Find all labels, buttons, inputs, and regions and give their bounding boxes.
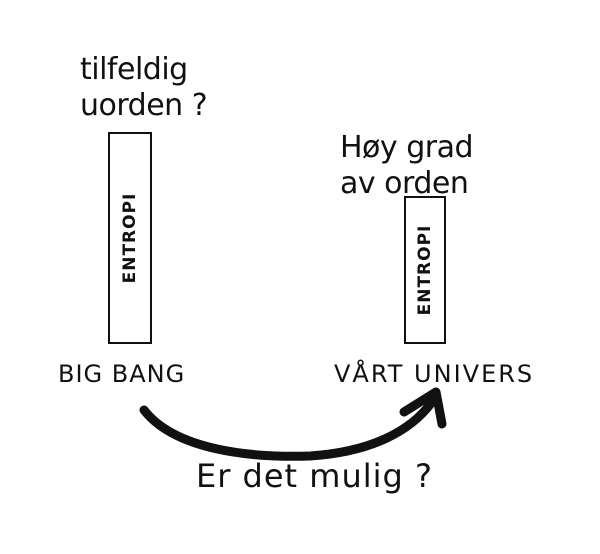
big-bang-caption: tilfeldig uorden ? [80, 52, 208, 124]
universe-caption-line1: Høy grad [340, 130, 474, 165]
universe-entropy-bar: ENTROPI [404, 196, 446, 344]
universe-caption: Høy grad av orden [340, 130, 474, 202]
big-bang-entropy-label: ENTROPI [120, 192, 140, 284]
big-bang-label: BIG BANG [58, 360, 186, 388]
arrowhead-icon [399, 387, 447, 429]
big-bang-caption-line1: tilfeldig [80, 52, 188, 87]
universe-caption-line2: av orden [340, 166, 469, 201]
arrow-question-text: Er det mulig ? [196, 457, 433, 495]
big-bang-entropy-bar: ENTROPI [108, 132, 152, 344]
universe-label: VÅRT UNIVERS [334, 360, 535, 388]
universe-entropy-label: ENTROPI [415, 224, 435, 316]
big-bang-caption-line2: uorden ? [80, 88, 208, 123]
transition-arrow-curve [139, 397, 437, 461]
